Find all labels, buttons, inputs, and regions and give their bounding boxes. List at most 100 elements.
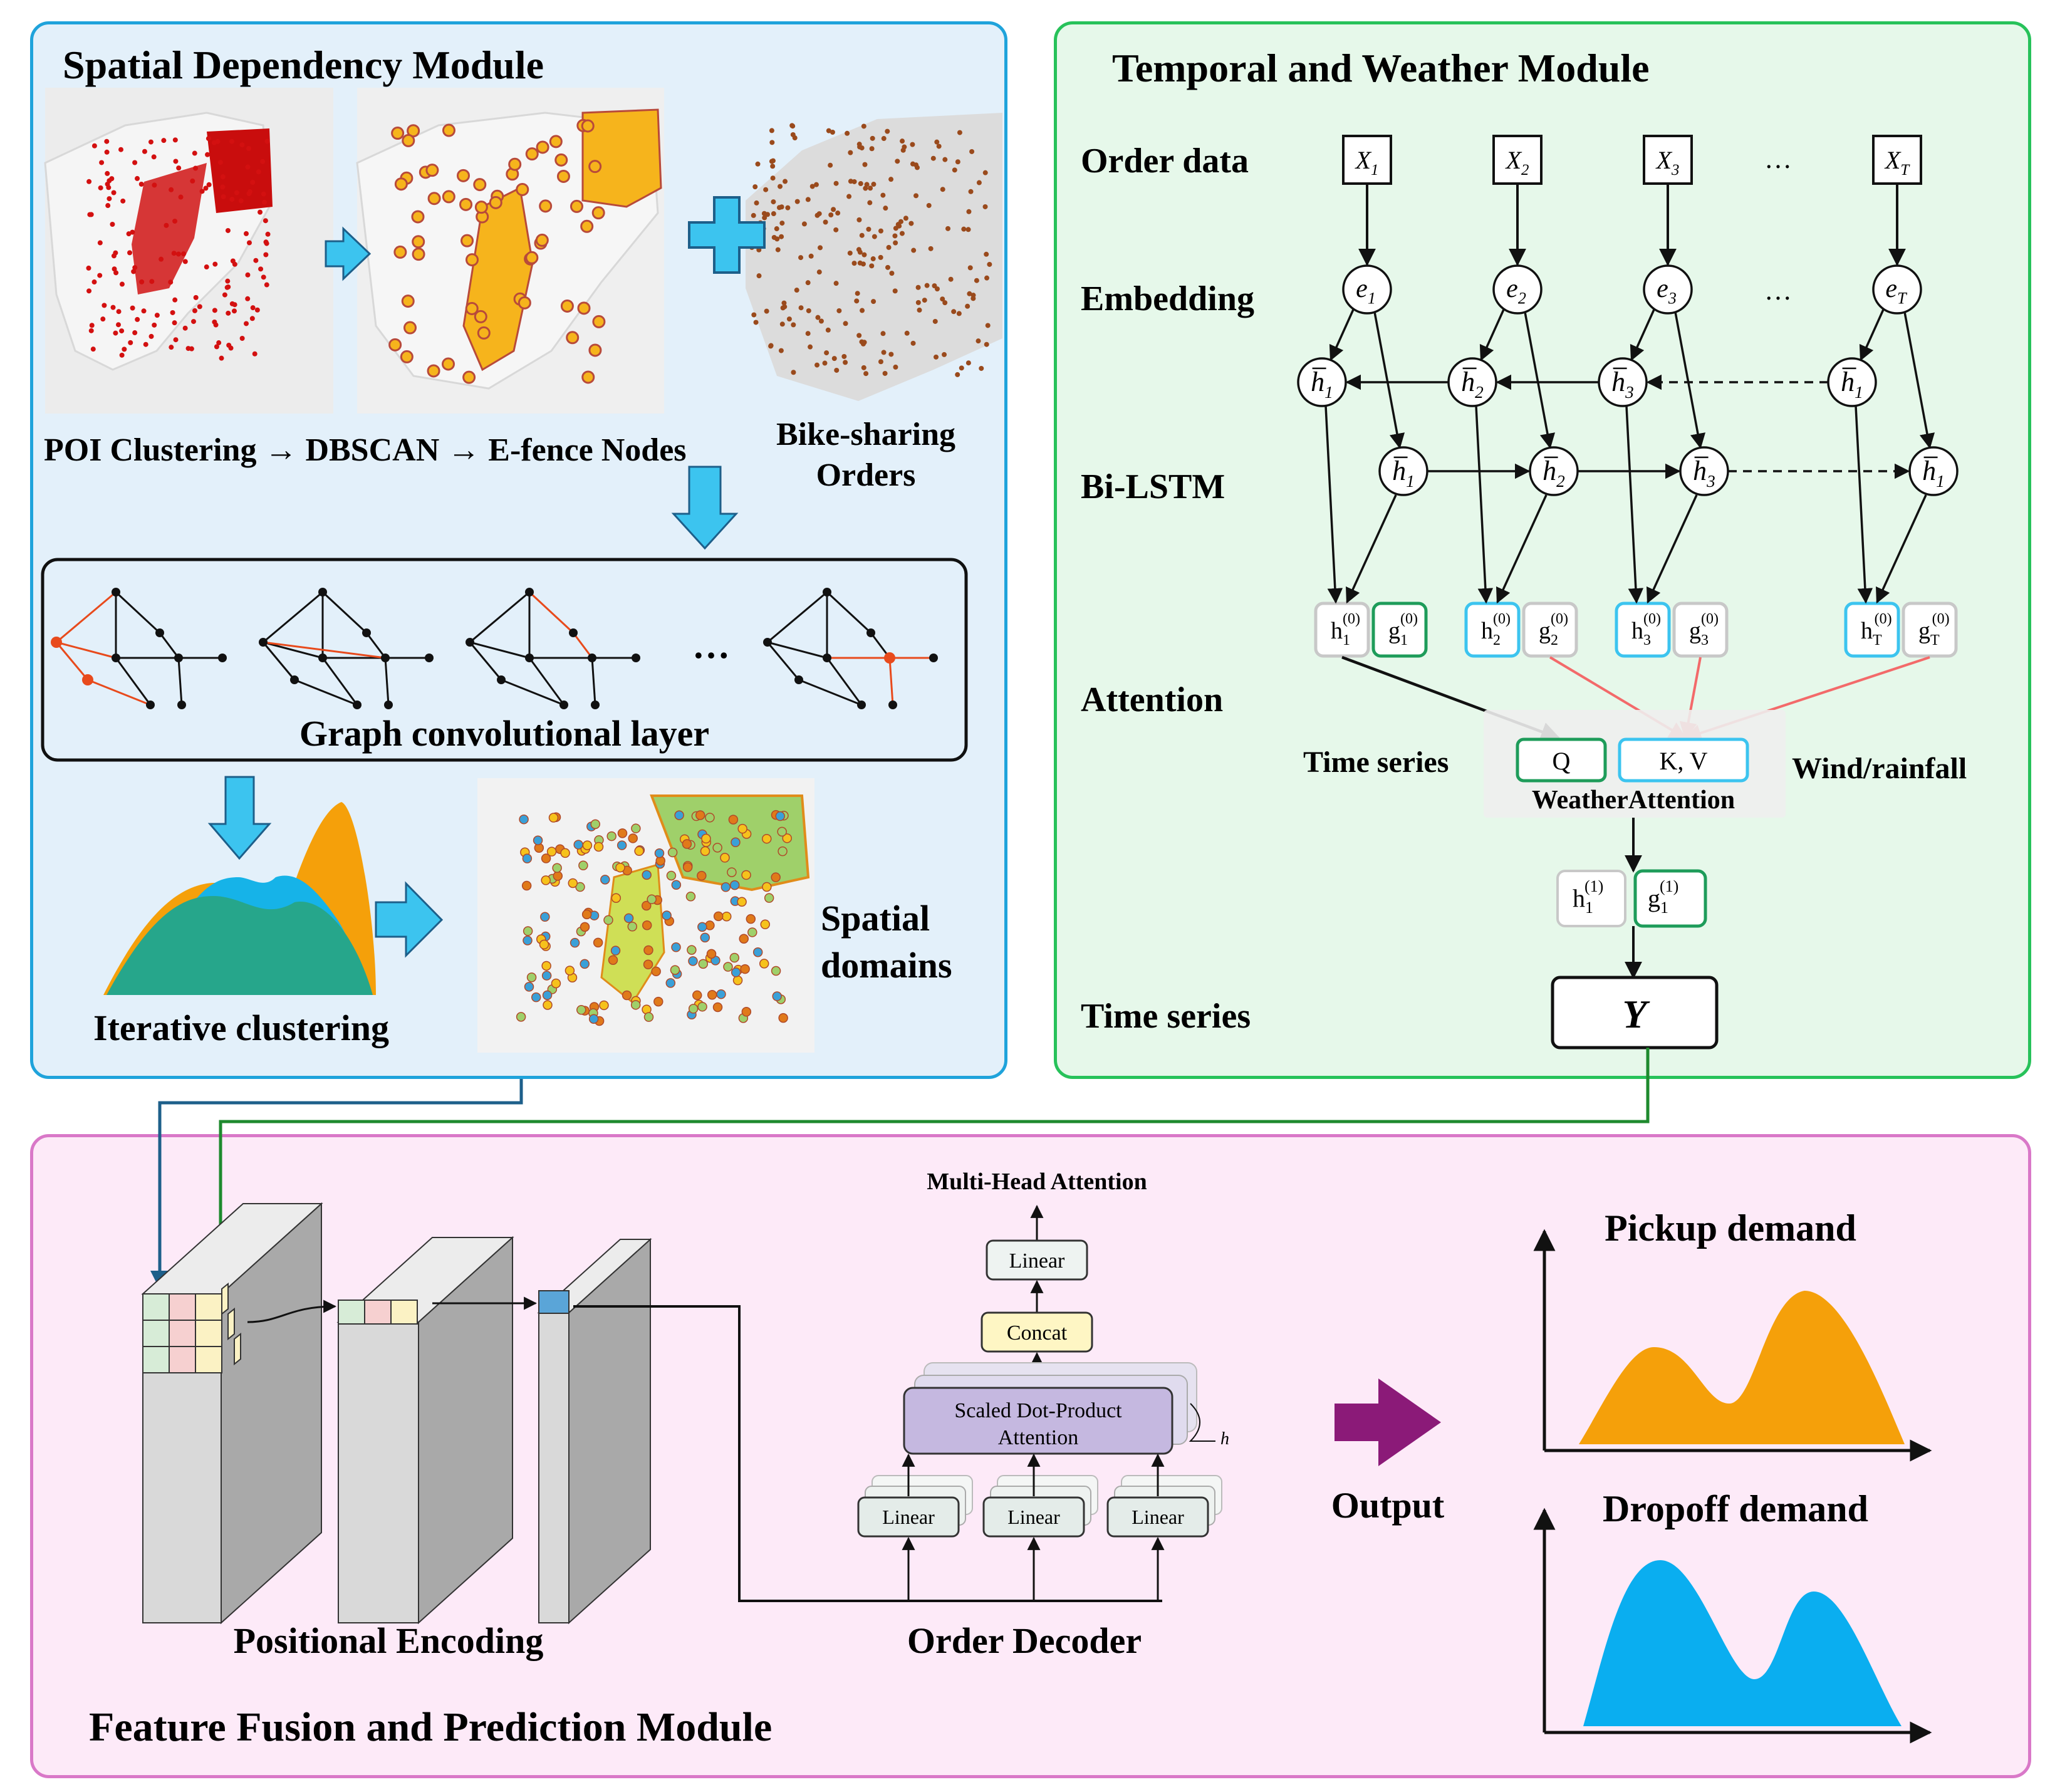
order-dot — [851, 179, 857, 184]
poi-dot — [212, 319, 217, 325]
dbscan-cluster — [391, 127, 405, 140]
domain-dot — [582, 840, 593, 850]
domain-dot — [522, 853, 533, 863]
poi-dot — [217, 160, 223, 165]
gcn-node — [559, 701, 568, 709]
domain-dot — [523, 935, 533, 945]
order-dot — [801, 221, 807, 227]
poi-dot — [164, 222, 169, 228]
domain-dot — [762, 833, 772, 844]
dbscan-cluster — [460, 234, 474, 247]
poi-dot — [222, 292, 227, 298]
dbscan-map — [356, 88, 664, 414]
feature-cube-2 — [336, 1236, 514, 1625]
order-dot — [871, 299, 877, 305]
order-dot — [863, 371, 869, 377]
order-dot — [869, 263, 875, 269]
domain-dot — [697, 1001, 707, 1012]
poi-dot — [185, 346, 191, 352]
order-dot — [892, 288, 898, 294]
domain-dot — [651, 966, 661, 977]
row-bilstm: Bi-LSTM — [1081, 467, 1225, 506]
poi-dot — [206, 182, 212, 187]
domain-dot — [697, 922, 707, 932]
down-arrow-icon-2 — [207, 776, 272, 860]
domain-dot — [665, 978, 676, 988]
poi-dot — [141, 308, 147, 314]
domain-dot — [593, 937, 603, 948]
poi-dot — [104, 138, 110, 144]
sdpa-line2: Attention — [998, 1426, 1078, 1449]
lstm-label: h1 — [1922, 456, 1945, 491]
order-dot — [930, 155, 936, 161]
gcn-node — [82, 674, 93, 685]
iterative-clustering-curves — [103, 802, 376, 995]
order-dot — [818, 245, 823, 251]
poi-dot — [120, 198, 126, 204]
poi-dot — [142, 148, 147, 154]
lstm-label: X3 — [1655, 146, 1680, 179]
domain-dot — [617, 828, 628, 838]
domain-dot — [688, 956, 698, 966]
pickup-title: Pickup demand — [1605, 1207, 1856, 1249]
y-output-box — [1551, 976, 1719, 1050]
domain-dot — [667, 847, 678, 858]
poi-dot — [216, 340, 222, 346]
gcn-node — [177, 701, 186, 709]
domain-dot — [623, 913, 634, 924]
domain-dot — [540, 912, 550, 922]
poi-dot — [88, 328, 94, 333]
order-dot — [808, 344, 813, 350]
dbscan-cluster — [581, 370, 595, 384]
temporal-to-fusion-connector — [211, 1048, 1650, 1289]
linear-top-box — [986, 1239, 1088, 1281]
order-dot — [928, 246, 934, 251]
dbscan-cluster — [473, 178, 487, 192]
gcn-graph-2 — [259, 588, 434, 709]
order-dot — [861, 252, 867, 258]
poi-dot — [109, 176, 115, 182]
poi-dot — [151, 154, 157, 160]
embedding-node-3 — [1643, 264, 1693, 315]
poi-dot — [152, 322, 157, 328]
domain-dot — [674, 810, 684, 820]
domain-dot — [546, 847, 557, 857]
order-dot — [985, 323, 991, 328]
poi-dot — [111, 190, 117, 195]
domain-dot — [723, 962, 733, 972]
order-dot — [856, 247, 861, 253]
domain-dot — [706, 949, 717, 959]
order-dot — [987, 261, 992, 267]
order-dot — [794, 288, 799, 293]
gcn-node — [866, 628, 875, 637]
domain-dot — [778, 846, 788, 857]
order-dot — [974, 278, 979, 283]
poi-dot — [172, 320, 177, 326]
domain-dot — [759, 959, 769, 969]
poi-dot — [212, 261, 218, 267]
dbscan-cluster — [388, 338, 402, 352]
poi-dot — [203, 185, 209, 191]
order-dots — [749, 123, 992, 377]
spatial-to-fusion-connector — [150, 1079, 523, 1289]
poi-dot — [199, 189, 205, 194]
order-dot — [751, 312, 757, 318]
order-dot — [976, 338, 981, 344]
order-dot — [914, 165, 920, 170]
poi-dot — [175, 251, 181, 257]
poi-dot — [176, 165, 182, 171]
lstm-label: h1 — [1841, 367, 1863, 402]
order-dot — [833, 227, 839, 232]
domain-dot — [521, 880, 532, 891]
order-dot — [965, 303, 970, 309]
domain-dot — [634, 846, 644, 857]
poi-dot — [171, 251, 177, 256]
order-dot — [756, 273, 762, 279]
order-dot — [764, 308, 769, 314]
gcn-node — [763, 638, 772, 647]
domain-dot — [687, 945, 697, 955]
gcn-graph-3 — [466, 588, 640, 709]
order-dot — [872, 234, 877, 239]
poi-dot — [97, 273, 103, 278]
